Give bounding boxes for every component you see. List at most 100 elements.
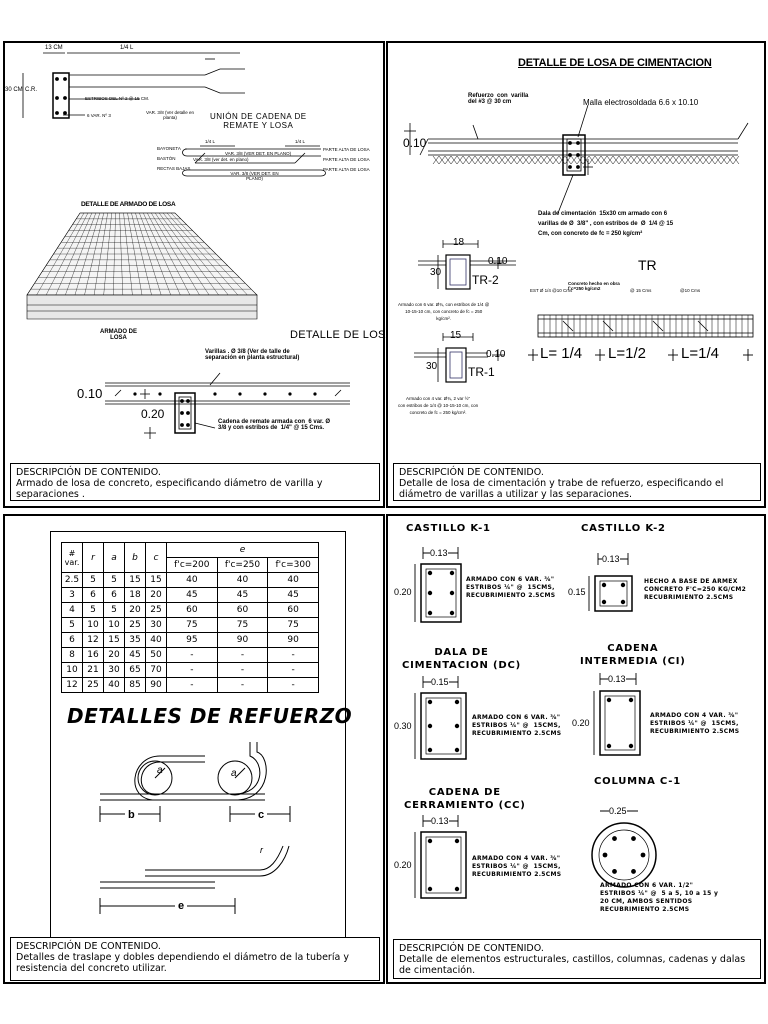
cimentacion-drawings — [404, 104, 754, 383]
detalle-armado-title: DETALLE DE ARMADO DE LOSA — [81, 201, 176, 208]
dim-cr: C.R. — [25, 87, 37, 93]
description-text: Detalle de losa de cimentación y trabe d… — [399, 478, 724, 500]
description-title: DESCRIPCIÓN DE CONTENIDO. — [399, 467, 544, 478]
label-bayoneta: BAYONETA — [157, 146, 181, 151]
tr1-d: 0.10 — [486, 349, 506, 360]
label-c: c — [255, 809, 268, 821]
description-text: Detalles de traslape y dobles dependiend… — [16, 952, 349, 974]
dala-label: Dala de cimentación 15x30 cm armado con … — [538, 211, 674, 237]
label-a1: a — [157, 765, 163, 776]
tr-label: TR — [638, 257, 657, 273]
description-title: DESCRIPCIÓN DE CONTENIDO. — [399, 943, 544, 954]
label-r: r — [260, 845, 263, 855]
label-parte-alta-1: PARTE ALTA DE LOSA — [323, 147, 370, 152]
description-box-cimentacion: DESCRIPCIÓN DE CONTENIDO. Detalle de los… — [393, 463, 761, 501]
k1-h: 0.20 — [394, 587, 412, 597]
description-title: DESCRIPCIÓN DE CONTENIDO. — [16, 941, 161, 952]
description-text: Armado de losa de concreto, especificand… — [16, 478, 323, 500]
dc-w: 0.15 — [431, 677, 449, 687]
c1-title: COLUMNA C-1 — [594, 776, 681, 787]
dc-title: DALA DE CIMENTACION (DC) — [402, 647, 521, 671]
table-cell: 12 — [61, 677, 83, 693]
dim-quarter-l3: 1/4 L — [295, 139, 306, 144]
tr-est-mid: @ 15 Cms — [630, 288, 652, 293]
armado-losa-label: ARMADO DE LOSA — [100, 329, 137, 341]
k1-w: 0.13 — [430, 548, 448, 558]
dim-30cm: 30 CM — [5, 87, 23, 93]
label-var38: VAR. 3/8 (Ver detalle en planta) — [146, 110, 194, 120]
label-var-plano-3: VAR. 3/8 (VER DET. EN PLANO) — [230, 171, 279, 181]
dim-quarter-l2: 1/4 L — [205, 139, 216, 144]
tr2-h: 30 — [430, 267, 442, 278]
k1-title: CASTILLO K-1 — [406, 523, 491, 534]
panel-losa-cimentacion: DETALLE DE LOSA DE CIMENTACION — [386, 41, 766, 508]
refuerzo-drawings — [99, 742, 291, 914]
c1-note: ARMADO CON 6 VAR. 1/2" ESTRIBOS ¼" @ 5 a… — [600, 882, 719, 913]
label-e: e — [175, 900, 188, 912]
table-cell: 90 — [145, 677, 167, 693]
label-estribos: ESTRIBOS DEL Nº 2 @ 15 CM. — [85, 96, 150, 101]
tr2-w: 18 — [453, 237, 465, 248]
union-title: UNIÓN DE CADENA DE REMATE Y LOSA — [210, 112, 307, 130]
k2-w: 0.13 — [602, 554, 620, 564]
label-parte-alta-2: PARTE ALTA DE LOSA — [323, 157, 370, 162]
table-subheader-row: f'c=200 f'c=250 f'c=300 — [62, 557, 319, 573]
c1-w: 0.25 — [609, 806, 627, 816]
detalle-losa-title: DETALLE DE LOSA — [290, 329, 394, 341]
cc-w: 0.13 — [431, 816, 449, 826]
cc-h: 0.20 — [394, 860, 412, 870]
elementos-drawings — [414, 547, 657, 899]
table-cell: - — [267, 677, 319, 693]
table-header-row: # var. r a b c e — [61, 542, 319, 573]
detalles-refuerzo-title: DETALLES DE REFUERZO — [67, 704, 353, 728]
label-6var: 6 VAR. Nº 3 — [87, 113, 111, 118]
ci-w: 0.13 — [608, 674, 626, 684]
k2-note: HECHO A BASE DE ARMEX CONCRETO F'C=250 K… — [644, 578, 747, 601]
refuerzo-table: # var. r a b c e f'c=200 f'c=250 f'c=300… — [61, 542, 319, 693]
varillas-label: Varillas . Ø 3/8 (Ver de talle de separa… — [205, 349, 300, 361]
k1-note: ARMADO CON 6 VAR. ⅜" ESTRIBOS ¼" @ 15CMS… — [466, 576, 556, 599]
dc-h: 0.30 — [394, 721, 412, 731]
tr-est-right: @10 Cms — [680, 288, 701, 293]
label-var-plano-1: VAR. 3/8 (VER DET. EN PLANO) — [225, 151, 292, 156]
tr-concreto: Concreto hecho en obra f`c=250 kg/cm2 — [568, 281, 620, 291]
ci-title: CADENA INTERMEDIA (CI) — [580, 643, 686, 667]
panel-detalles-refuerzo: # var. r a b c e f'c=200 f'c=250 f'c=300… — [3, 514, 385, 984]
malla-label: Malla electrosoldada 6.6 x 10.10 — [583, 98, 699, 107]
tr-est-left: EST Ø 1/4 @10 Cms — [530, 288, 573, 293]
label-rectas: RECTAS BAJAS — [157, 166, 191, 171]
label-baston: BASTÓN — [157, 156, 176, 161]
ci-note: ARMADO CON 4 VAR. ⅜" ESTRIBOS ¼" @ 15CMS… — [650, 712, 740, 735]
table-cell: 40 — [267, 572, 319, 588]
panel-losa-concreto: 13 CM 1/4 L 30 CM C.R. ESTRIBOS DEL Nº 2… — [3, 41, 393, 508]
losa-drawings — [22, 52, 350, 439]
tr-l3: L=1/4 — [681, 345, 719, 362]
dim-020: 0.20 — [141, 407, 165, 421]
k2-title: CASTILLO K-2 — [581, 523, 666, 534]
soil-hatch — [432, 155, 740, 165]
cc-title: CADENA DE CERRAMIENTO (CC) — [404, 787, 526, 811]
tr2-label: TR-2 — [472, 273, 499, 287]
description-box-refuerzo: DESCRIPCIÓN DE CONTENIDO. Detalles de tr… — [10, 937, 380, 981]
label-b: b — [125, 809, 138, 821]
dim-13cm: 13 CM — [45, 45, 63, 51]
k2-h: 0.15 — [568, 587, 586, 597]
dc-note: ARMADO CON 6 VAR. ⅜" ESTRIBOS ¼" @ 15CMS… — [472, 714, 562, 737]
tr2-d: 0.10 — [488, 256, 508, 267]
slab-grid — [26, 212, 258, 296]
tr1-note: Armado con 4 var. Ø¾, 2 var ½" con estri… — [398, 396, 479, 415]
dim-quarter-l: 1/4 L — [120, 45, 134, 51]
description-text: Detalle de elementos estructurales, cast… — [399, 954, 746, 976]
cimentacion-title: DETALLE DE LOSA DE CIMENTACION — [518, 57, 712, 69]
ci-h: 0.20 — [572, 718, 590, 728]
description-box-elementos: DESCRIPCIÓN DE CONTENIDO. Detalle de ele… — [393, 939, 761, 979]
dim-010: 0.10 — [77, 386, 103, 401]
label-a2: a — [231, 768, 237, 779]
tr-l2: L=1/2 — [608, 345, 646, 362]
label-parte-alta-3: PARTE ALTA DE LOSA — [323, 167, 370, 172]
refuerzo-label: Refuerzo con varilla del #3 @ 30 cm — [468, 93, 529, 105]
